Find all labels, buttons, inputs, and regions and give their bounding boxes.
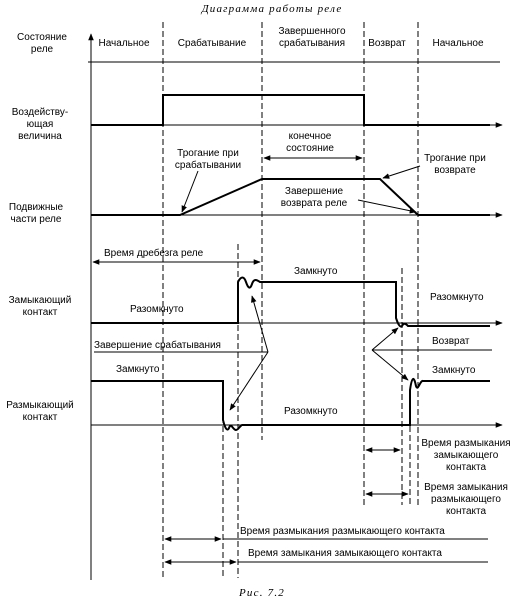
pickup-end-arrow-make <box>251 295 269 353</box>
row-label-influence-2: ющая <box>27 119 54 130</box>
bounce-time-label: Время дребезга реле <box>104 247 204 259</box>
phase-boundaries <box>162 22 419 578</box>
return-label: Возврат <box>432 336 470 347</box>
figure-caption: Рис. 7.2 <box>238 587 285 599</box>
column-header-return: Возврат <box>368 38 406 49</box>
column-header-initial: Начальное <box>98 38 149 49</box>
column-header-completed-2: срабатывания <box>279 37 345 49</box>
column-header-pickup: Срабатывание <box>178 37 247 49</box>
column-header-completed-1: Завершенного <box>278 26 346 37</box>
row-header-label-1: Состояние <box>17 32 67 43</box>
pickup-start-arrow <box>181 170 199 213</box>
row-label-moving-2: части реле <box>11 214 62 225</box>
pickup-start-label-2: срабатывании <box>175 159 241 171</box>
make-open-return-label: Разомкнуто <box>430 292 484 303</box>
pickup-start-label-1: Трогание при <box>177 148 239 159</box>
final-state-label-2: состояние <box>286 143 334 154</box>
row-label-influence-3: величина <box>18 131 62 142</box>
return-arrow-make <box>371 327 399 351</box>
pickup-end-label: Завершение срабатывания <box>94 339 221 351</box>
row-header-label-2: реле <box>31 44 54 55</box>
make-close-time-label: Время замыкания замыкающего контакта <box>248 548 442 559</box>
make-open-time-label-3: контакта <box>446 462 487 473</box>
return-end-arrow <box>357 199 417 214</box>
row-label-break-1: Размыкающий <box>6 400 74 411</box>
influence-waveform <box>91 94 490 126</box>
row-label-influence-1: Воздейству- <box>12 107 68 118</box>
row-label-make-2: контакт <box>23 307 58 318</box>
column-header-initial-end: Начальное <box>432 38 483 49</box>
break-contact-waveform <box>91 378 490 432</box>
return-end-label-2: возврата реле <box>281 198 348 209</box>
final-state-label-1: конечное <box>289 131 332 142</box>
break-closed-label: Замкнуто <box>116 364 160 375</box>
break-close-time-label-1: Время замыкания <box>424 482 508 493</box>
make-open-time-label-2: замыкающего <box>434 450 499 461</box>
break-open-label: Разомкнуто <box>284 406 338 417</box>
break-closed-return-label: Замкнуто <box>432 365 476 376</box>
make-closed-label: Замкнуто <box>294 266 338 277</box>
make-contact-waveform <box>91 276 490 328</box>
break-close-time-label-3: контакта <box>446 506 487 517</box>
return-end-label-1: Завершение <box>285 186 344 197</box>
row-label-make-1: Замыкающий <box>9 295 72 306</box>
return-start-label-2: возврате <box>434 165 476 176</box>
row-label-break-2: контакт <box>23 412 58 423</box>
return-start-arrow <box>382 165 421 179</box>
pickup-end-arrow-break <box>229 351 269 411</box>
moving-parts-waveform <box>91 178 490 216</box>
break-close-time-label-2: размыкающего <box>431 494 501 505</box>
make-open-label: Разомкнуто <box>130 304 184 315</box>
return-start-label-1: Трогание при <box>424 153 486 164</box>
diagram-title: Диаграмма работы реле <box>201 3 343 15</box>
make-open-time-label-1: Время размыкания <box>421 438 510 449</box>
return-arrow-break <box>371 349 409 381</box>
break-open-time-label: Время размыкания размыкающего контакта <box>240 526 445 537</box>
row-label-moving-1: Подвижные <box>9 202 64 213</box>
